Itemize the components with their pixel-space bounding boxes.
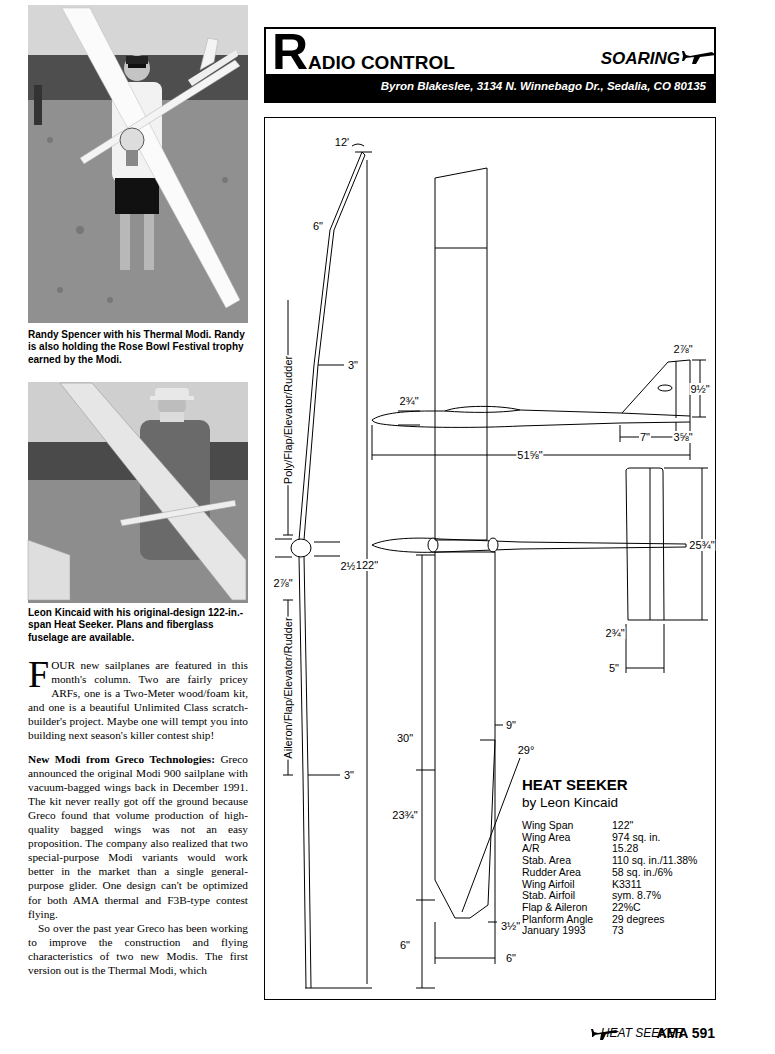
dimension-label: 3⅝"	[672, 431, 693, 443]
dimension-label: 122"	[355, 559, 379, 571]
spec-text: Stab. Airfoil	[522, 889, 575, 901]
dimension-label: 2⅞"	[672, 343, 693, 355]
dimension-label: 6"	[399, 939, 411, 951]
dimension-label: 12'	[334, 136, 350, 148]
designer-credit: by Leon Kincaid	[522, 795, 618, 810]
spec-text: 15.28	[612, 842, 638, 854]
dimension-label: 2¾"	[398, 395, 419, 407]
dimension-label: 9"	[505, 719, 517, 731]
spec-text: Planform Angle	[522, 913, 593, 925]
spec-text: 122"	[612, 819, 633, 831]
dimension-label: 6"	[505, 952, 517, 964]
article-paragraph: New Modi from Greco Technologies: Greco …	[28, 752, 248, 921]
subheading: New Modi from Greco Technologies:	[28, 753, 215, 765]
article-body: FOUR new sailplanes are featured in this…	[28, 658, 248, 977]
control-label: Aileron/Flap/Elevator/Rudder	[282, 616, 294, 759]
dimension-label: 30"	[396, 732, 414, 744]
page-number: AMA 591	[656, 1025, 715, 1041]
article-paragraph: FOUR new sailplanes are featured in this…	[28, 658, 248, 743]
three-view-drawing	[275, 144, 708, 988]
diagram-frame	[265, 118, 716, 1000]
control-label: Poly/Flap/Elevator/Rudder	[282, 355, 294, 485]
spec-text: Wing Span	[522, 819, 573, 831]
dimension-label: 9½"	[689, 383, 710, 395]
header-band: Byron Blakeslee, 3134 N. Winnebago Dr., …	[266, 74, 714, 101]
spec-text: 58 sq. in./6%	[612, 866, 673, 878]
spec-text: 22%C	[612, 901, 641, 913]
dimension-label: 3"	[343, 769, 355, 781]
dimension-label: 3"	[347, 359, 359, 371]
photo-randy-spencer	[28, 5, 248, 323]
spec-text: 110 sq. in./11.38%	[612, 854, 697, 866]
dimension-label: 5"	[608, 662, 620, 674]
spec-text: Wing Airfoil	[522, 878, 575, 890]
photo-leon-kincaid	[28, 382, 248, 603]
section-subtitle: SOARING	[601, 49, 680, 69]
dimension-label: 3½"	[500, 920, 521, 932]
spec-text: Stab. Area	[522, 854, 571, 866]
dimension-label: 25¾"	[688, 539, 715, 551]
author-address: Byron Blakeslee, 3134 N. Winnebago Dr., …	[381, 80, 706, 92]
dimension-label: 51⅝"	[516, 449, 543, 461]
spec-text: January 1993	[522, 924, 586, 936]
section-title: RADIO CONTROL	[272, 23, 455, 81]
spec-text: Wing Area	[522, 831, 570, 843]
spec-text: 73	[612, 924, 624, 936]
photo-caption: Leon Kincaid with his original-design 12…	[28, 607, 248, 644]
spec-text: Flap & Aileron	[522, 901, 587, 913]
angle-label: 29°	[517, 744, 536, 756]
dimension-label: 6"	[312, 220, 324, 232]
plane-icon	[682, 51, 716, 64]
spec-text: 974 sq. in.	[612, 831, 660, 843]
spec-text: K3311	[612, 878, 642, 890]
column-header-box: RADIO CONTROLSOARINGByron Blakeslee, 313…	[264, 27, 716, 103]
dimension-label: 2¾"	[604, 627, 625, 639]
photo-caption: Randy Spencer with his Thermal Modi. Ran…	[28, 329, 248, 366]
spec-text: A/R	[522, 842, 540, 854]
dimension-label: 7"	[639, 431, 651, 443]
spec-text: 29 degrees	[612, 913, 665, 925]
dimension-label: 23¾"	[391, 809, 418, 821]
article-text: Greco announced the original Modi 900 sa…	[28, 753, 248, 920]
article-paragraph: So over the past year Greco has been wor…	[28, 921, 248, 977]
spec-text: sym. 8.7%	[612, 889, 661, 901]
plan-title: HEAT SEEKER	[522, 776, 628, 793]
spec-text: Rudder Area	[522, 866, 581, 878]
dimension-label: 2⅞"	[272, 577, 293, 589]
